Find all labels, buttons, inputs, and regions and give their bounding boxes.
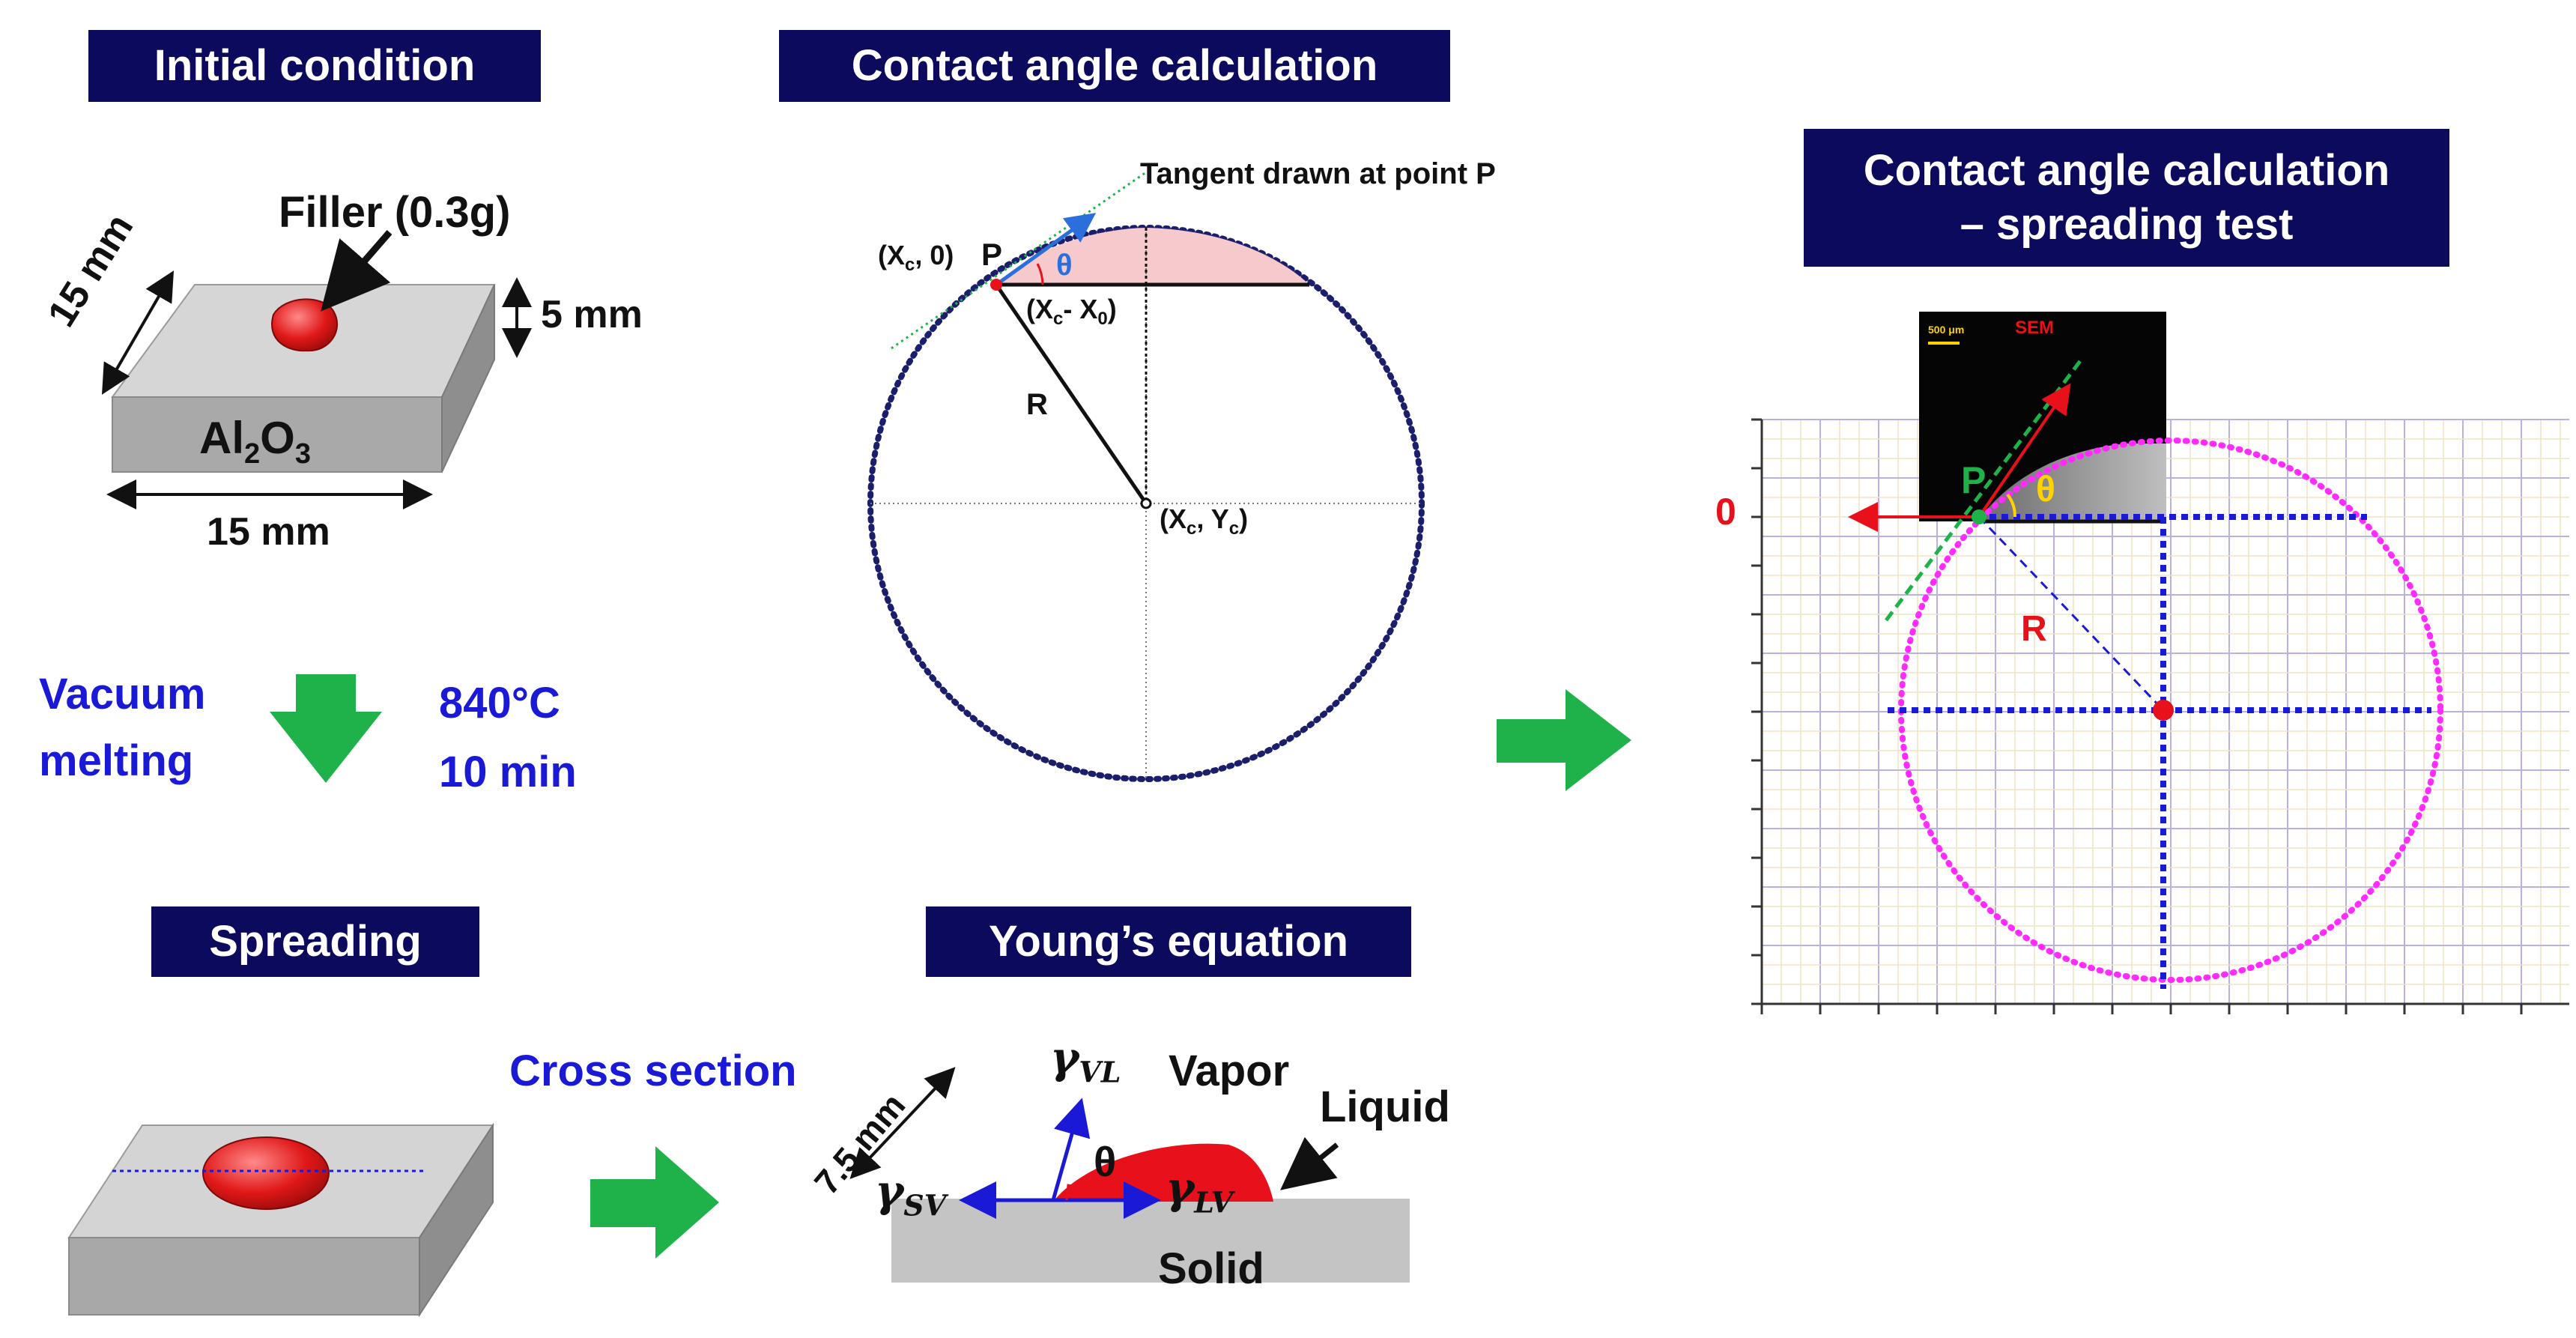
spreading-test-title-line2: – spreading test	[1960, 200, 2294, 249]
main-flow-arrow	[1497, 689, 1631, 791]
zero-label: 0	[1715, 491, 1736, 533]
point-p-coordinate: (Xc, 0)	[878, 240, 954, 276]
center-sub-c1: c	[1187, 518, 1197, 539]
chord-open: (X	[1026, 294, 1053, 324]
sem-droplet-profile	[1978, 444, 2166, 521]
cross-section-label: Cross section	[509, 1047, 797, 1095]
chord-sub-c: c	[1053, 309, 1064, 330]
contact-angle-title: Contact angle calculation	[779, 30, 1450, 102]
gamma-vl-sub: VL	[1079, 1055, 1121, 1089]
width-label: 15 mm	[207, 510, 330, 554]
spreading-radius-line	[1978, 515, 2165, 712]
depth-dimension-arrow	[101, 270, 175, 395]
liquid-pointer-arrow	[1280, 1136, 1339, 1190]
construction-radius-label: R	[1026, 388, 1048, 421]
spreading-point-p-label: P	[1961, 459, 1986, 501]
process-method-line1: Vacuum	[39, 670, 206, 718]
filler-label: Filler (0.3g)	[279, 188, 511, 237]
construction-angle-arc	[1036, 263, 1044, 285]
center-open: (X	[1160, 503, 1187, 534]
spread-droplet	[202, 1136, 330, 1210]
gamma-lv-label: γLV	[1166, 1163, 1233, 1220]
sem-label: SEM	[2015, 318, 2055, 338]
gamma-vl-label: γVL	[1050, 1032, 1121, 1089]
process-temperature: 840°C	[439, 679, 560, 727]
point-p-coord-sub: c	[905, 255, 915, 276]
filler-droplet	[271, 298, 338, 352]
substrate-sub-2: 2	[244, 438, 261, 470]
tangent-direction-arrow	[995, 213, 1097, 287]
gamma-sv-sub: SV	[903, 1188, 947, 1223]
substrate-o: O	[260, 413, 295, 463]
young-equation-title: Young’s equation	[926, 906, 1411, 977]
construction-theta: θ	[1056, 249, 1073, 282]
young-equation-title-text: Young’s equation	[988, 916, 1349, 966]
young-dimension-arrow	[849, 1067, 956, 1179]
sem-scale-label: 500 μm	[1928, 324, 1965, 336]
young-theta: θ	[1094, 1138, 1117, 1185]
young-angle-marker	[1065, 1184, 1083, 1201]
droplet-cap-fill	[996, 228, 1309, 285]
contact-angle-title-text: Contact angle calculation	[851, 40, 1378, 90]
process-down-arrow	[270, 674, 382, 783]
gamma-lv-sub: LV	[1194, 1185, 1233, 1220]
spreading-radius-label: R	[2021, 609, 2047, 649]
solid-label: Solid	[1158, 1244, 1264, 1293]
chord-sub-0: 0	[1097, 309, 1108, 330]
process-time: 10 min	[439, 748, 577, 796]
solid-substrate	[891, 1199, 1410, 1283]
initial-condition-title: Initial condition	[88, 30, 541, 102]
grid-ticks	[1751, 418, 2523, 1014]
cross-section-arrow	[590, 1146, 719, 1259]
spreading-center-marker	[2153, 700, 2174, 721]
vapor-label: Vapor	[1169, 1047, 1290, 1095]
gamma-lv-symbol: γ	[1166, 1163, 1195, 1214]
point-p-label: P	[981, 237, 1003, 272]
substrate-al: Al	[199, 413, 244, 463]
liquid-label: Liquid	[1320, 1083, 1450, 1131]
substrate-sub-3: 3	[294, 438, 311, 470]
point-p-coord-open: (X	[878, 240, 905, 270]
center-label: (Xc, Yc)	[1160, 503, 1248, 539]
center-close: )	[1239, 503, 1249, 534]
tangent-label: Tangent drawn at point P	[1140, 157, 1496, 190]
spreading-title: Spreading	[151, 906, 479, 977]
chord-close: )	[1107, 294, 1117, 324]
spreading-point-p	[1972, 509, 1986, 524]
spreading-test-title-line1: Contact angle calculation	[1863, 145, 2390, 195]
center-comma: , Y	[1196, 503, 1229, 534]
filler-pointer-arrow	[321, 230, 393, 312]
thickness-label: 5 mm	[541, 293, 643, 336]
point-p-coord-close: , 0)	[915, 240, 954, 270]
center-sub-c2: c	[1228, 518, 1240, 539]
spreading-test-title: Contact angle calculation – spreading te…	[1804, 129, 2449, 267]
spreading-theta: θ	[2036, 470, 2055, 509]
gamma-sv-label: γSV	[875, 1166, 946, 1223]
substrate-label: Al2O3	[199, 412, 311, 470]
initial-condition-title-text: Initial condition	[154, 40, 476, 90]
chord-minus: - X	[1063, 294, 1098, 324]
spreading-angle-arc	[2006, 493, 2017, 518]
gamma-sv-symbol: γ	[875, 1166, 904, 1217]
process-method-line2: melting	[39, 736, 194, 785]
point-p-marker	[990, 279, 1002, 291]
spreading-tangent-arrow	[1978, 383, 2071, 518]
gamma-vl-symbol: γ	[1050, 1032, 1079, 1083]
tangent-line	[891, 171, 1147, 350]
construction-radius	[994, 283, 1148, 505]
spreading-title-text: Spreading	[209, 916, 422, 966]
center-marker	[1140, 497, 1152, 509]
gamma-vl-vector	[1051, 1098, 1091, 1201]
liquid-droplet-profile	[1053, 1143, 1273, 1202]
chord-label: (Xc- X0)	[1026, 294, 1117, 330]
